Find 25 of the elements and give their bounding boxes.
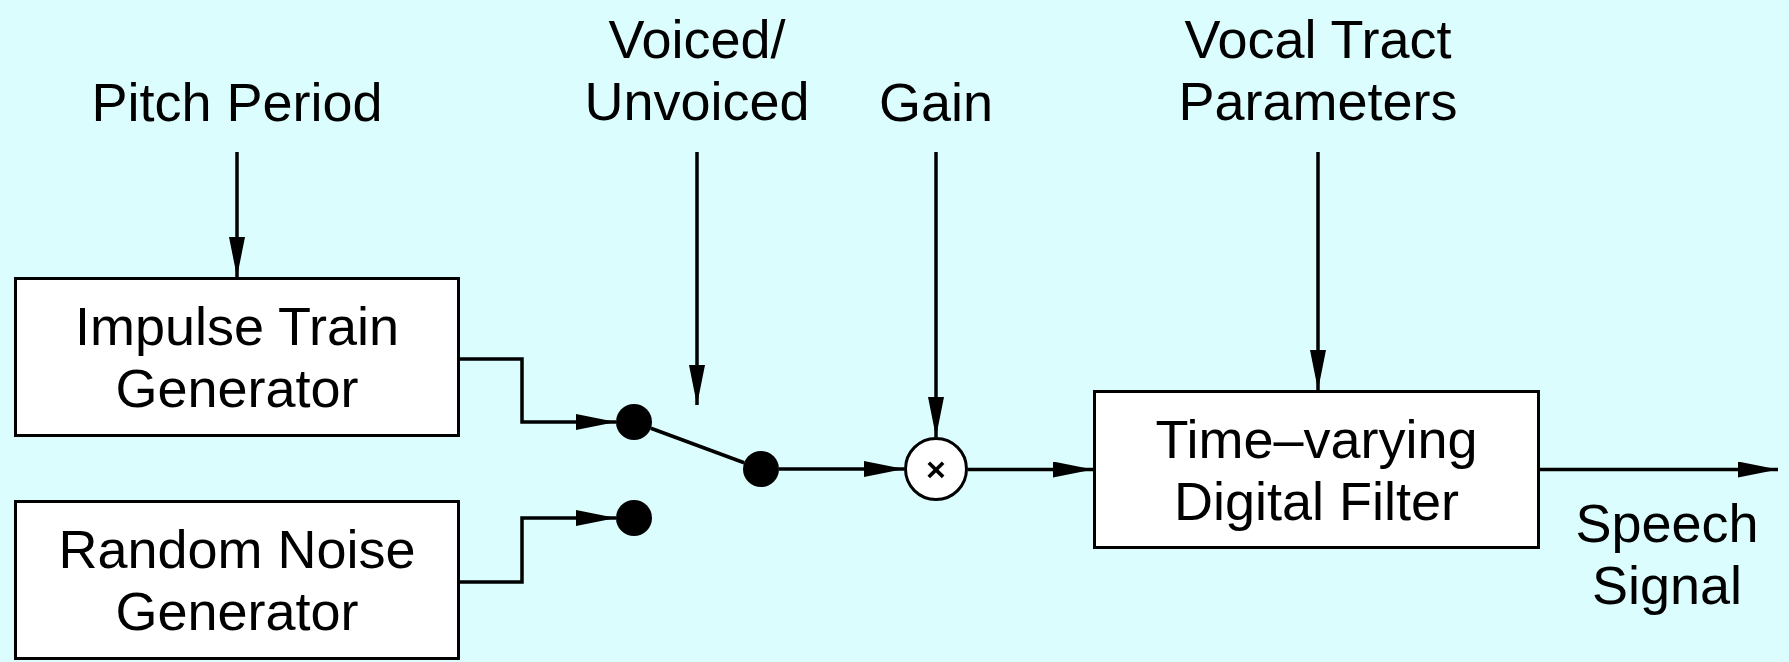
box-label: Random Noise Generator <box>57 518 417 642</box>
multiplier-circle: × <box>904 437 968 501</box>
arrow <box>229 152 245 277</box>
input-label: Vocal Tract Parameters <box>1177 8 1459 132</box>
arrow <box>968 461 1093 478</box>
process-box <box>14 277 460 437</box>
output-label: Speech Signal <box>1574 492 1760 616</box>
arrow <box>460 357 616 430</box>
switch-contact <box>616 404 652 440</box>
switch-contact <box>743 451 779 487</box>
input-label: Gain <box>878 71 994 133</box>
box-label: Impulse Train Generator <box>73 295 401 419</box>
switch-contact <box>616 500 652 536</box>
process-box <box>1093 390 1540 549</box>
process-box <box>14 500 460 660</box>
arrow <box>1540 461 1778 478</box>
arrow <box>689 152 705 405</box>
switch-blade <box>650 426 745 465</box>
arrow <box>460 510 616 584</box>
arrow <box>779 461 904 477</box>
input-label: Pitch Period <box>91 71 383 133</box>
input-label: Voiced/ Unvoiced <box>583 8 811 132</box>
box-label: Time–varying Digital Filter <box>1154 407 1479 532</box>
arrow <box>1310 152 1326 390</box>
arrow <box>928 152 944 437</box>
